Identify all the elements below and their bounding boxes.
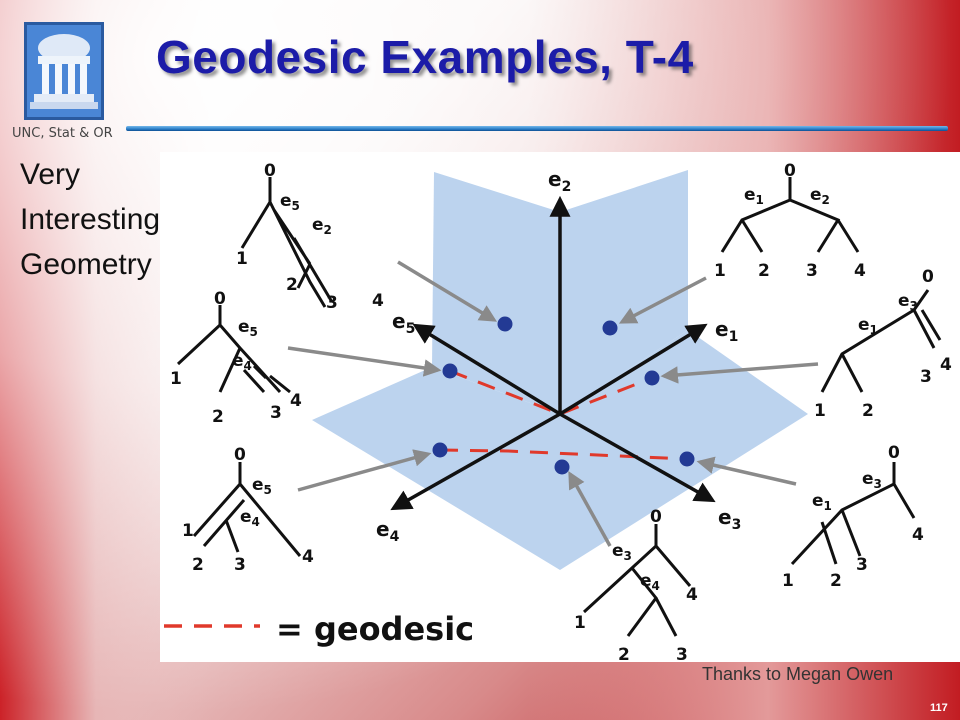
tree-leaf-label: 4: [686, 585, 698, 605]
axis-label-e3: e3: [718, 505, 741, 533]
axis-e1: [559, 323, 708, 416]
tree-points: [432, 316, 695, 475]
axis-label-e4: e4: [376, 517, 400, 545]
tree-edge-label-e4: e4: [232, 351, 252, 373]
tree-leaf-label: 2: [758, 261, 770, 281]
page-number: 117: [930, 702, 948, 714]
tree-edge-label-e1: e1: [812, 491, 832, 513]
tree-edge-label-e1: e1: [744, 185, 764, 207]
point-upper-left: [497, 316, 513, 332]
tree-leaf-label: 2: [192, 555, 204, 575]
tree-diagram-e3-e1-right: [820, 289, 942, 393]
tree-diagram-e5-e2: [240, 177, 334, 308]
axis-label-e5: e5: [392, 309, 415, 337]
tree-leaf-label: 3: [270, 403, 282, 423]
tree-edge-label-e2: e2: [810, 185, 830, 207]
tree-root-label: 0: [922, 267, 934, 287]
tree-leaf-label: 2: [830, 571, 842, 591]
tree-leaf-label: 1: [574, 613, 586, 633]
side-caption-line: Interesting: [20, 203, 161, 236]
tree-root-label: 0: [650, 507, 662, 527]
diagram-panel: e2 e1 e5 e4 e3: [160, 152, 960, 665]
point-bottom: [554, 459, 570, 475]
tree-root-label: 0: [214, 289, 226, 309]
tree-diagram-e5-e4-left: [176, 305, 291, 394]
coordinate-axes: [390, 195, 716, 511]
tree-leaf-label: 2: [862, 401, 874, 421]
axis-e4: [390, 412, 561, 511]
pointer-arrows: [287, 260, 819, 547]
tree-leaf-label: 4: [290, 391, 302, 411]
tree-leaf-label: 1: [714, 261, 726, 281]
tree-leaf-label: 3: [676, 645, 688, 662]
axis-e5: [412, 323, 561, 416]
title-underline: [126, 126, 948, 131]
tree-root-label: 0: [888, 443, 900, 463]
point-upper-right: [602, 320, 618, 336]
tree-root-label: 0: [264, 161, 276, 181]
tree-root-label: 0: [784, 161, 796, 181]
tree-leaf-label: 1: [182, 521, 194, 541]
tree-edge-label-e5: e5: [280, 191, 300, 213]
tree-leaf-label: 4: [940, 355, 952, 375]
tree-diagram-e1-e2: [720, 177, 860, 253]
tree-leaf-label: 1: [782, 571, 794, 591]
tree-edge-label-e5: e5: [238, 317, 258, 339]
tree-leaf-label: 1: [236, 249, 248, 269]
tree-edge-label-e3: e3: [862, 469, 882, 491]
tree-leaf-label: 4: [302, 547, 314, 567]
tree-edge-label-e4: e4: [640, 571, 660, 593]
legend-label: = geodesic: [276, 610, 474, 648]
logo-caption: UNC, Stat & OR: [12, 126, 113, 141]
old-well-logo-icon: [24, 22, 104, 120]
tree-leaf-label: 1: [814, 401, 826, 421]
tree-edge-label-e2: e2: [312, 215, 332, 237]
side-caption-line: Very: [20, 158, 81, 191]
side-caption-line: Geometry: [20, 248, 152, 281]
tree-diagram-e5-e4-lower: [192, 462, 302, 557]
tree-edge-label-e5: e5: [252, 475, 272, 497]
axis-label-e2: e2: [548, 167, 571, 195]
tree-leaf-label: 2: [212, 407, 224, 427]
geodesic-legend: = geodesic: [164, 610, 474, 648]
point-lower-geodesic-end: [679, 451, 695, 467]
orthant-plane-upper-right: [560, 170, 688, 414]
tree-leaf-label: 3: [806, 261, 818, 281]
tree-diagram-e3-e4-bottom: [582, 524, 692, 637]
tree-leaf-label: 3: [326, 293, 338, 313]
point-lower-geodesic-start: [432, 442, 448, 458]
slide-title: Geodesic Examples, T-4: [156, 31, 694, 83]
tree-root-label: 0: [234, 445, 246, 465]
tree-leaf-label: 3: [856, 555, 868, 575]
tree-leaf-label: 4: [912, 525, 924, 545]
tree-leaf-label: 4: [854, 261, 866, 281]
tree-edge-label-e3: e3: [898, 291, 918, 313]
point-left-geodesic-start: [442, 363, 458, 379]
tree-leaf-label: 2: [286, 275, 298, 295]
side-caption: Very Interesting Geometry: [20, 152, 160, 287]
orthant-plane-lower: [312, 330, 808, 570]
axis-e3: [559, 412, 716, 503]
geodesic-paths: [439, 369, 688, 461]
geodesic-diagram: e2 e1 e5 e4 e3: [164, 161, 952, 665]
point-right-geodesic-end: [644, 370, 660, 386]
tree-edge-label-e3: e3: [612, 541, 632, 563]
tree-edge-label-e4: e4: [240, 507, 260, 529]
tree-leaf-label: 4: [372, 291, 384, 311]
tree-leaf-label: 3: [234, 555, 246, 575]
tree-diagram-e3-e1-lower-right: [790, 462, 916, 566]
credit-text: Thanks to Megan Owen: [702, 664, 894, 684]
axis-label-e1: e1: [715, 317, 738, 345]
tree-leaf-label: 3: [920, 367, 932, 387]
tree-leaf-label: 2: [618, 645, 630, 662]
tree-edge-label-e1: e1: [858, 315, 878, 337]
tree-leaf-label: 1: [170, 369, 182, 389]
